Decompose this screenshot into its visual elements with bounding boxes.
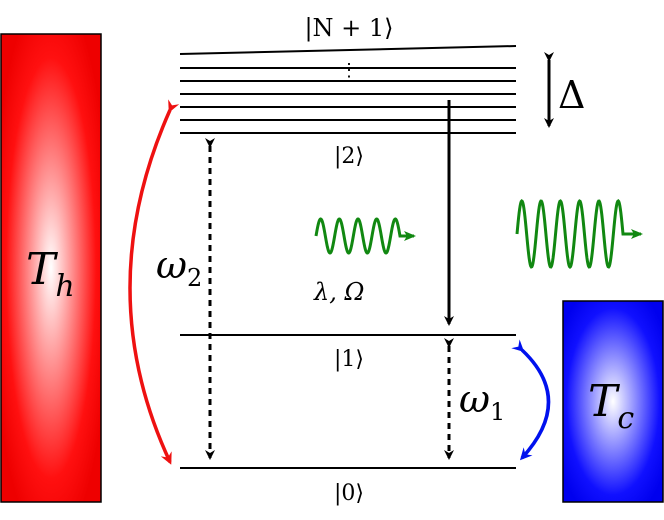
omega1-label: ω1 (459, 377, 505, 426)
band-dots: ⋮ (340, 60, 358, 81)
omega2-label: ω2 (156, 243, 202, 292)
cold-bath-label: Tc (588, 376, 634, 436)
cold-bath-block (562, 300, 664, 503)
drive-wave (314, 217, 416, 255)
cold-coupling-arrow (511, 339, 551, 461)
hot-bath-block (0, 33, 102, 503)
cold-bath: Tc (562, 300, 664, 503)
level-0-label: |0⟩ (334, 481, 364, 506)
level-n-plus-1-label: |N + 1⟩ (304, 14, 393, 43)
hot-bath: Th (0, 33, 102, 503)
level-2-label: |2⟩ (334, 144, 364, 169)
upper-band-levels (179, 45, 517, 134)
hot-coupling-arrow (128, 99, 180, 465)
emission-wave (515, 198, 643, 270)
drive-label: λ, Ω (313, 278, 364, 306)
hot-bath-label: Th (26, 244, 75, 304)
level-1-label: |1⟩ (334, 347, 364, 372)
delta-label: Δ (558, 73, 585, 117)
level-n-plus-1 (179, 45, 517, 55)
